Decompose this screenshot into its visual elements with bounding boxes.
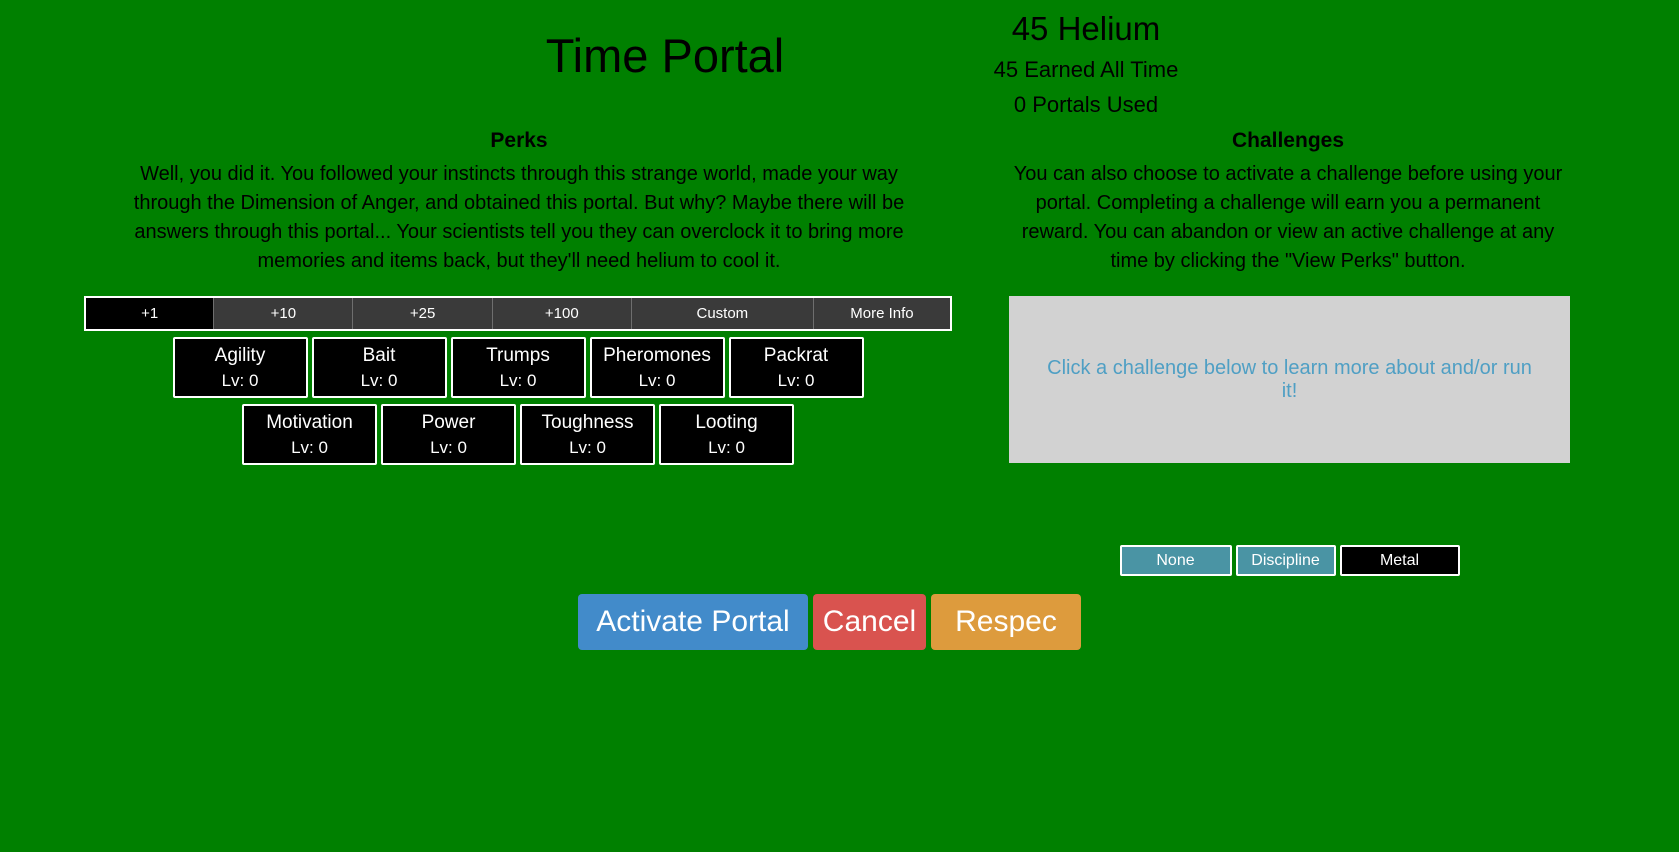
challenge-info-panel: Click a challenge below to learn more ab… [1009,296,1570,463]
perk-button-bait[interactable]: Bait Lv: 0 [311,337,447,398]
perk-level: Lv: 0 [638,370,676,390]
portal-action-row: Activate Portal Cancel Respec [578,594,1081,650]
perks-heading: Perks [490,129,548,152]
page-title: Time Portal [545,29,785,82]
challenges-description-line: reward. You can abandon or view an activ… [1021,221,1555,243]
challenges-description-line: time by clicking the "View Perks" button… [1110,250,1466,272]
perk-button-trumps[interactable]: Trumps Lv: 0 [450,337,586,398]
tab-plus-100[interactable]: +100 [491,298,631,329]
perk-amount-tab-bar: +1 +10 +25 +100 Custom More Info [84,296,952,331]
challenge-panel-hint: Click a challenge below to learn more ab… [1047,356,1532,402]
tab-plus-25[interactable]: +25 [352,298,491,329]
perk-button-looting[interactable]: Looting Lv: 0 [659,404,794,465]
challenges-description: You can also choose to activate a challe… [993,160,1583,276]
perk-level: Lv: 0 [499,370,537,390]
challenges-description-line: You can also choose to activate a challe… [1013,163,1563,185]
perk-level: Lv: 0 [430,437,467,457]
helium-earned-all-time: 45 Earned All Time [993,57,1179,82]
perk-name: Looting [695,411,758,433]
tab-plus-1[interactable]: +1 [86,298,214,329]
perk-level: Lv: 0 [221,370,259,390]
respec-button[interactable]: Respec [931,594,1081,650]
tab-more-info[interactable]: More Info [812,298,950,329]
perk-name: Trumps [486,344,550,366]
perk-row-1: Agility Lv: 0 Bait Lv: 0 Trumps Lv: 0 Ph… [84,337,952,398]
perk-name: Motivation [266,411,353,433]
challenges-description-line: portal. Completing a challenge will earn… [1035,192,1541,214]
challenge-button-row: None Discipline Metal [1009,545,1570,576]
activate-portal-button[interactable]: Activate Portal [578,594,808,650]
helium-count: 45 Helium [1011,10,1161,47]
perk-name: Agility [214,344,266,366]
helium-summary: 45 Helium 45 Earned All Time 0 Portals U… [930,10,1242,118]
perk-button-packrat[interactable]: Packrat Lv: 0 [728,337,864,398]
perks-description-line: through the Dimension of Anger, and obta… [133,192,905,214]
perk-button-power[interactable]: Power Lv: 0 [381,404,516,465]
perk-name: Bait [362,344,396,366]
challenges-heading: Challenges [1231,129,1345,152]
perk-level: Lv: 0 [569,437,606,457]
perk-name: Packrat [763,344,829,366]
perk-level: Lv: 0 [360,370,398,390]
challenge-button-metal[interactable]: Metal [1339,545,1460,576]
perk-name: Toughness [541,411,634,433]
perks-description-line: Well, you did it. You followed your inst… [140,163,898,185]
perk-name: Pheromones [603,344,711,366]
tab-plus-10[interactable]: +10 [213,298,352,329]
perk-level: Lv: 0 [708,437,745,457]
cancel-button[interactable]: Cancel [813,594,926,650]
perk-row-2: Motivation Lv: 0 Power Lv: 0 Toughness L… [84,404,952,465]
challenge-button-discipline[interactable]: Discipline [1235,545,1336,576]
perks-description-line: memories and items back, but they'll nee… [257,250,781,272]
challenge-button-none[interactable]: None [1119,545,1232,576]
perk-button-agility[interactable]: Agility Lv: 0 [172,337,308,398]
perk-level: Lv: 0 [777,370,815,390]
perks-description-line: answers through this portal... Your scie… [134,221,904,243]
portals-used: 0 Portals Used [1013,92,1159,117]
perk-button-toughness[interactable]: Toughness Lv: 0 [520,404,655,465]
perk-level: Lv: 0 [291,437,328,457]
tab-custom[interactable]: Custom [630,298,813,329]
perk-name: Power [421,411,476,433]
perk-button-pheromones[interactable]: Pheromones Lv: 0 [589,337,725,398]
perks-description: Well, you did it. You followed your inst… [104,160,934,276]
perk-button-motivation[interactable]: Motivation Lv: 0 [242,404,377,465]
